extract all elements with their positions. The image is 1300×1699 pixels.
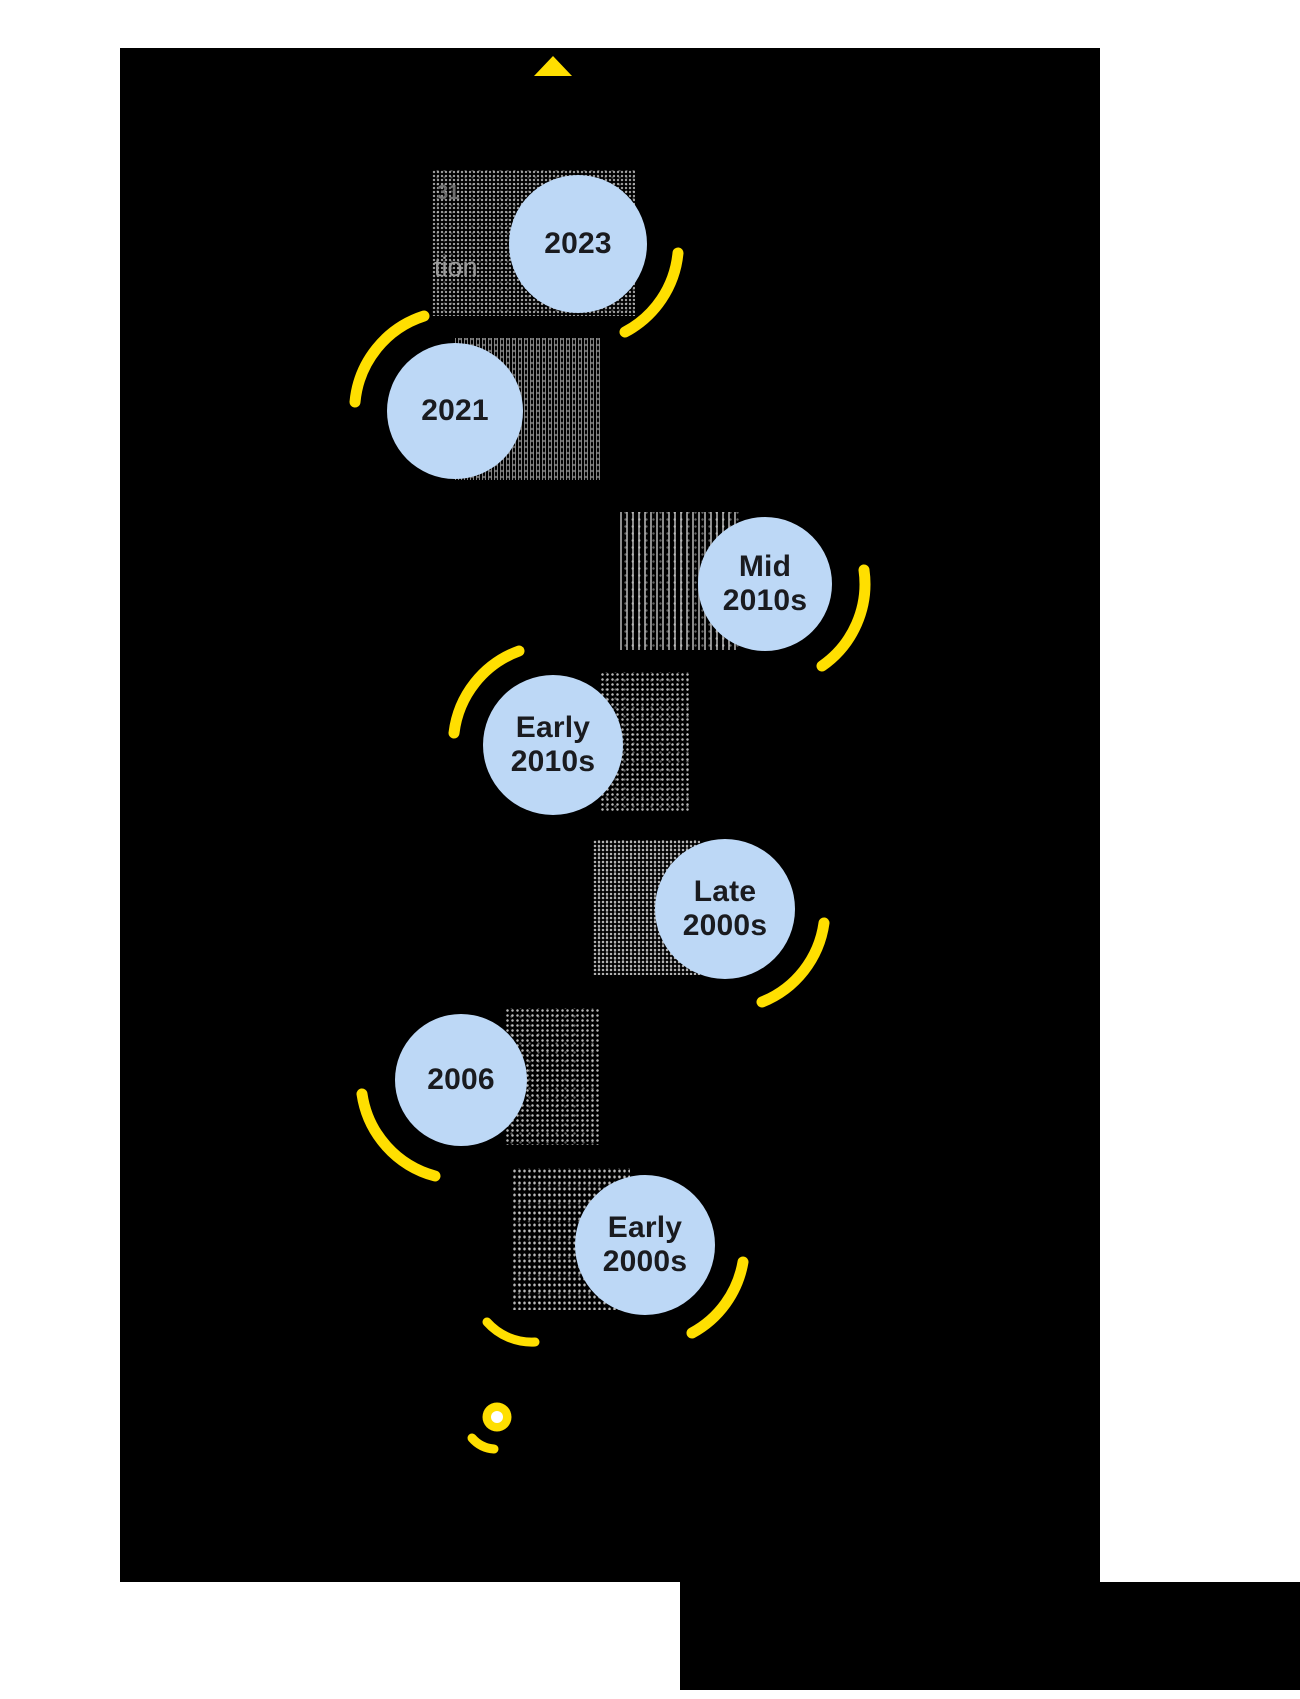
- timeline-node-mid-2010s: Mid 2010s: [698, 517, 832, 651]
- timeline-node-label: 2006: [427, 1063, 495, 1097]
- timeline-node-early-2010s: Early 2010s: [483, 675, 623, 815]
- timeline-node-2006: 2006: [395, 1014, 527, 1146]
- timeline-node-early-2000s: Early 2000s: [575, 1175, 715, 1315]
- background-panel-bottom: [680, 1582, 1300, 1690]
- timeline-node-label: Mid 2010s: [722, 550, 808, 617]
- timeline-node-2023: 2023: [509, 175, 647, 313]
- partial-text-fragment: 31: [437, 182, 460, 204]
- timeline-node-label: 2023: [544, 227, 612, 261]
- timeline-node-2021: 2021: [387, 343, 523, 479]
- timeline-node-label: 2021: [421, 394, 489, 428]
- timeline-node-label: Late 2000s: [682, 875, 768, 942]
- partial-text-fragment: tion: [434, 252, 478, 282]
- timeline-node-late-2000s: Late 2000s: [655, 839, 795, 979]
- timeline-node-label: Early 2000s: [602, 1211, 688, 1278]
- timeline-node-label: Early 2010s: [510, 711, 596, 778]
